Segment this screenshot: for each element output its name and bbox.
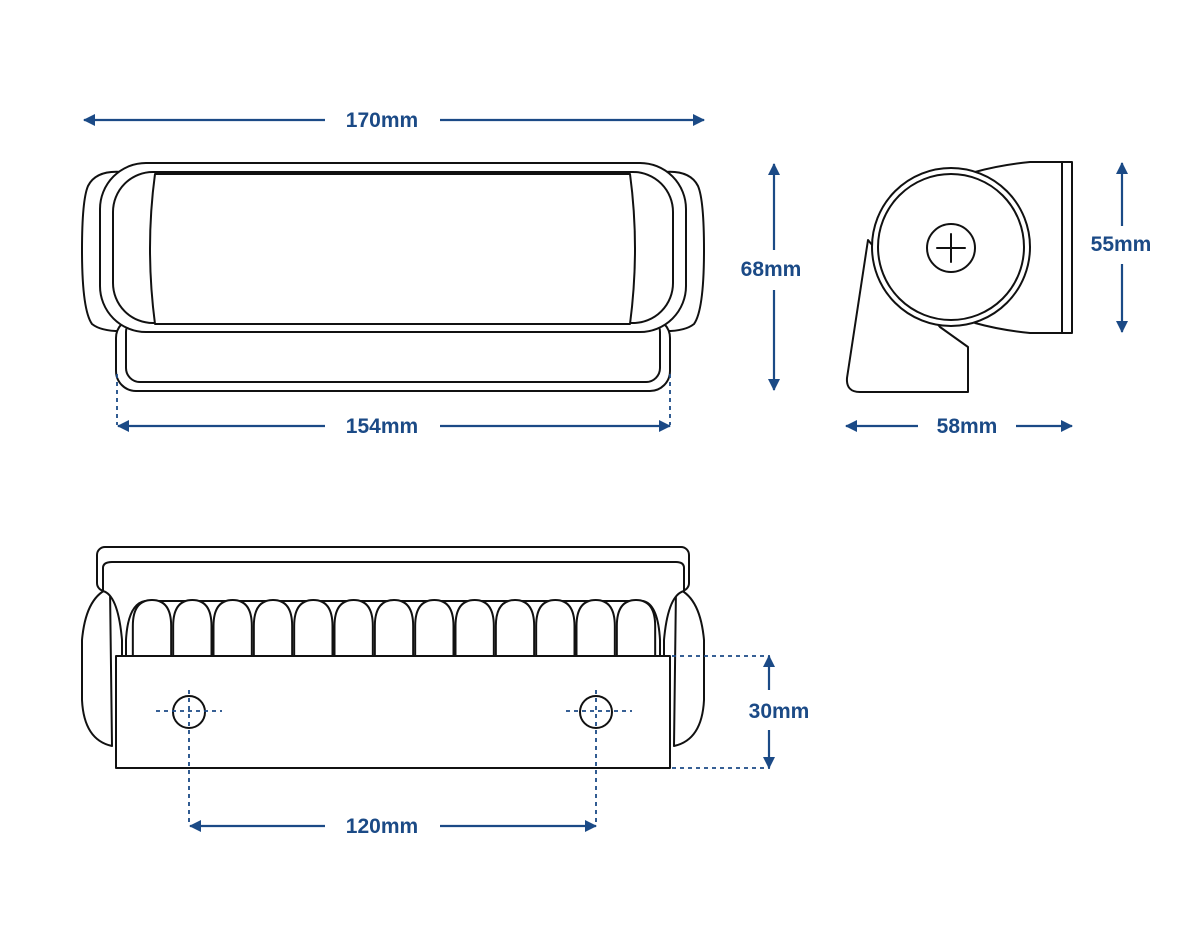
led-dome — [414, 599, 455, 661]
dim-label-55: 55mm — [1091, 233, 1152, 256]
dim-label-154: 154mm — [346, 415, 418, 438]
side-cylinder-inner — [877, 173, 1025, 321]
dim-label-30: 30mm — [749, 700, 810, 723]
dimensions: 170mm 68mm 154mm 55mm 58mm 30mm 120mm — [83, 109, 1152, 838]
led-dome — [575, 599, 616, 661]
led-dome — [454, 599, 495, 661]
mount-hole-right — [579, 695, 613, 729]
led-dome — [293, 599, 334, 661]
side-foot-bracket — [845, 239, 969, 393]
dim-label-120: 120mm — [346, 815, 418, 838]
front-view — [81, 162, 705, 392]
bottom-left-bracket — [81, 587, 113, 747]
mount-hole-left — [172, 695, 206, 729]
led-dome — [252, 599, 294, 661]
bottom-view — [81, 546, 705, 769]
led-dome — [494, 599, 536, 661]
led-dome — [172, 599, 213, 661]
led-dome — [333, 599, 374, 661]
dim-label-58: 58mm — [937, 415, 998, 438]
dim-label-170: 170mm — [346, 109, 418, 132]
front-lens — [149, 173, 636, 325]
led-dome — [535, 599, 576, 661]
bottom-right-bracket — [673, 587, 705, 747]
led-dome — [131, 599, 173, 661]
bottom-mount-plate — [115, 655, 671, 769]
led-dome — [615, 599, 657, 661]
led-dome — [373, 599, 415, 661]
dim-label-68: 68mm — [741, 258, 802, 281]
led-dome — [212, 599, 253, 661]
led-array — [131, 599, 657, 661]
side-view — [845, 161, 1073, 393]
